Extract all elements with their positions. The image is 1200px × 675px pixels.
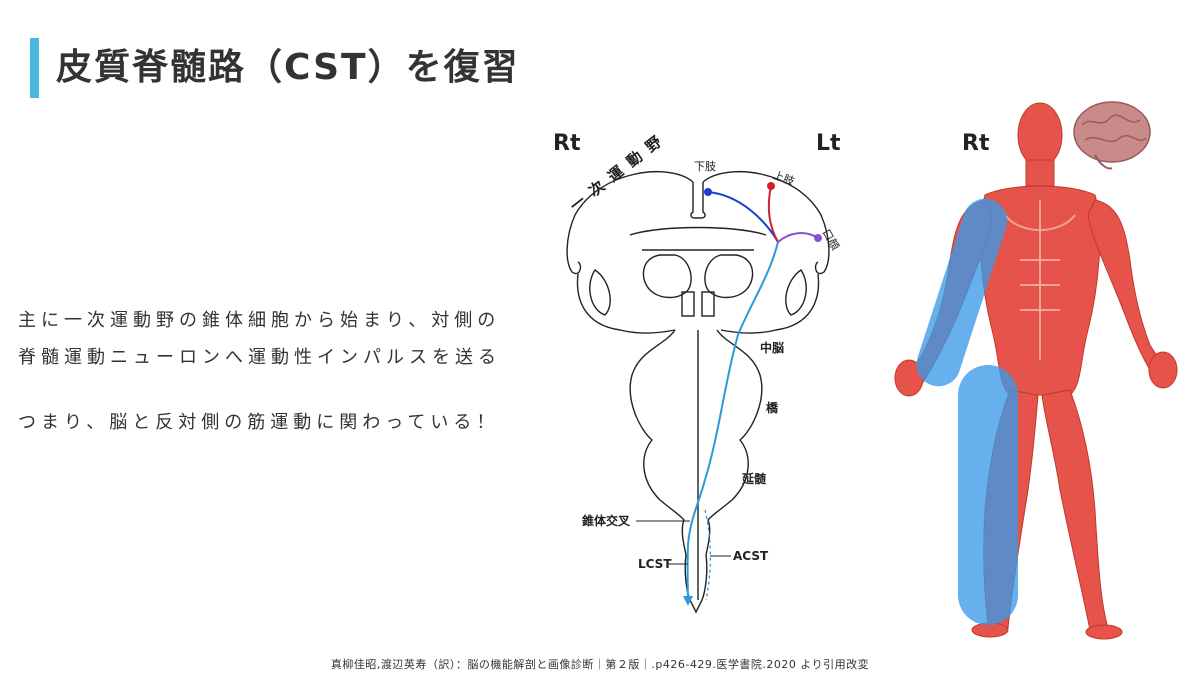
brain-outline bbox=[566, 171, 830, 614]
figure-label-rt: Rt bbox=[962, 131, 990, 156]
highlight-right-arm bbox=[916, 198, 1008, 387]
diagram-label-rt: Rt bbox=[553, 131, 581, 156]
highlight-right-leg bbox=[958, 365, 1018, 625]
cst-tract-arrow bbox=[683, 596, 693, 606]
face-neuron bbox=[814, 234, 822, 242]
diagram-label-lt: Lt bbox=[816, 131, 841, 156]
label-midbrain: 中脳 bbox=[760, 340, 784, 355]
label-lcst: LCST bbox=[638, 557, 672, 571]
label-pons: 橋 bbox=[766, 400, 779, 415]
cst-tract bbox=[686, 241, 779, 603]
lower-limb-neuron bbox=[704, 188, 712, 196]
label-face: 口顔 bbox=[819, 227, 842, 253]
upper-limb-pathway bbox=[767, 185, 779, 243]
cst-diagram: Rt Lt 一次運動野 下肢 上肢 口顔 中脳 橋 延髄 bbox=[553, 127, 843, 614]
title-accent-bar bbox=[30, 38, 39, 98]
upper-limb-neuron bbox=[767, 182, 775, 190]
label-acst: ACST bbox=[733, 549, 769, 563]
body-line-2: 脊髄運動ニューロンへ運動性インパルスを送る bbox=[18, 347, 501, 368]
brain-icon bbox=[1073, 101, 1151, 170]
muscle-figure: Rt bbox=[894, 101, 1178, 640]
muscle-detail-lines bbox=[1004, 200, 1076, 360]
label-medulla: 延髄 bbox=[741, 471, 767, 486]
lower-limb-pathway bbox=[707, 191, 779, 243]
body-line-3: つまり、脳と反対側の筋運動に関わっている！ bbox=[18, 412, 500, 433]
citation-footer: 真柳佳昭,渡辺英寿（訳）：脳の機能解剖と画像診断｜第２版｜.p426-429.医… bbox=[330, 658, 870, 671]
body-line-1: 主に一次運動野の錐体細胞から始まり、対側の bbox=[18, 310, 501, 331]
label-decussation: 錐体交叉 bbox=[582, 513, 631, 528]
label-lower-limb: 下肢 bbox=[694, 159, 716, 173]
face-pathway bbox=[777, 232, 819, 243]
page-title: 皮質脊髄路（CST）を復習 bbox=[56, 47, 520, 88]
